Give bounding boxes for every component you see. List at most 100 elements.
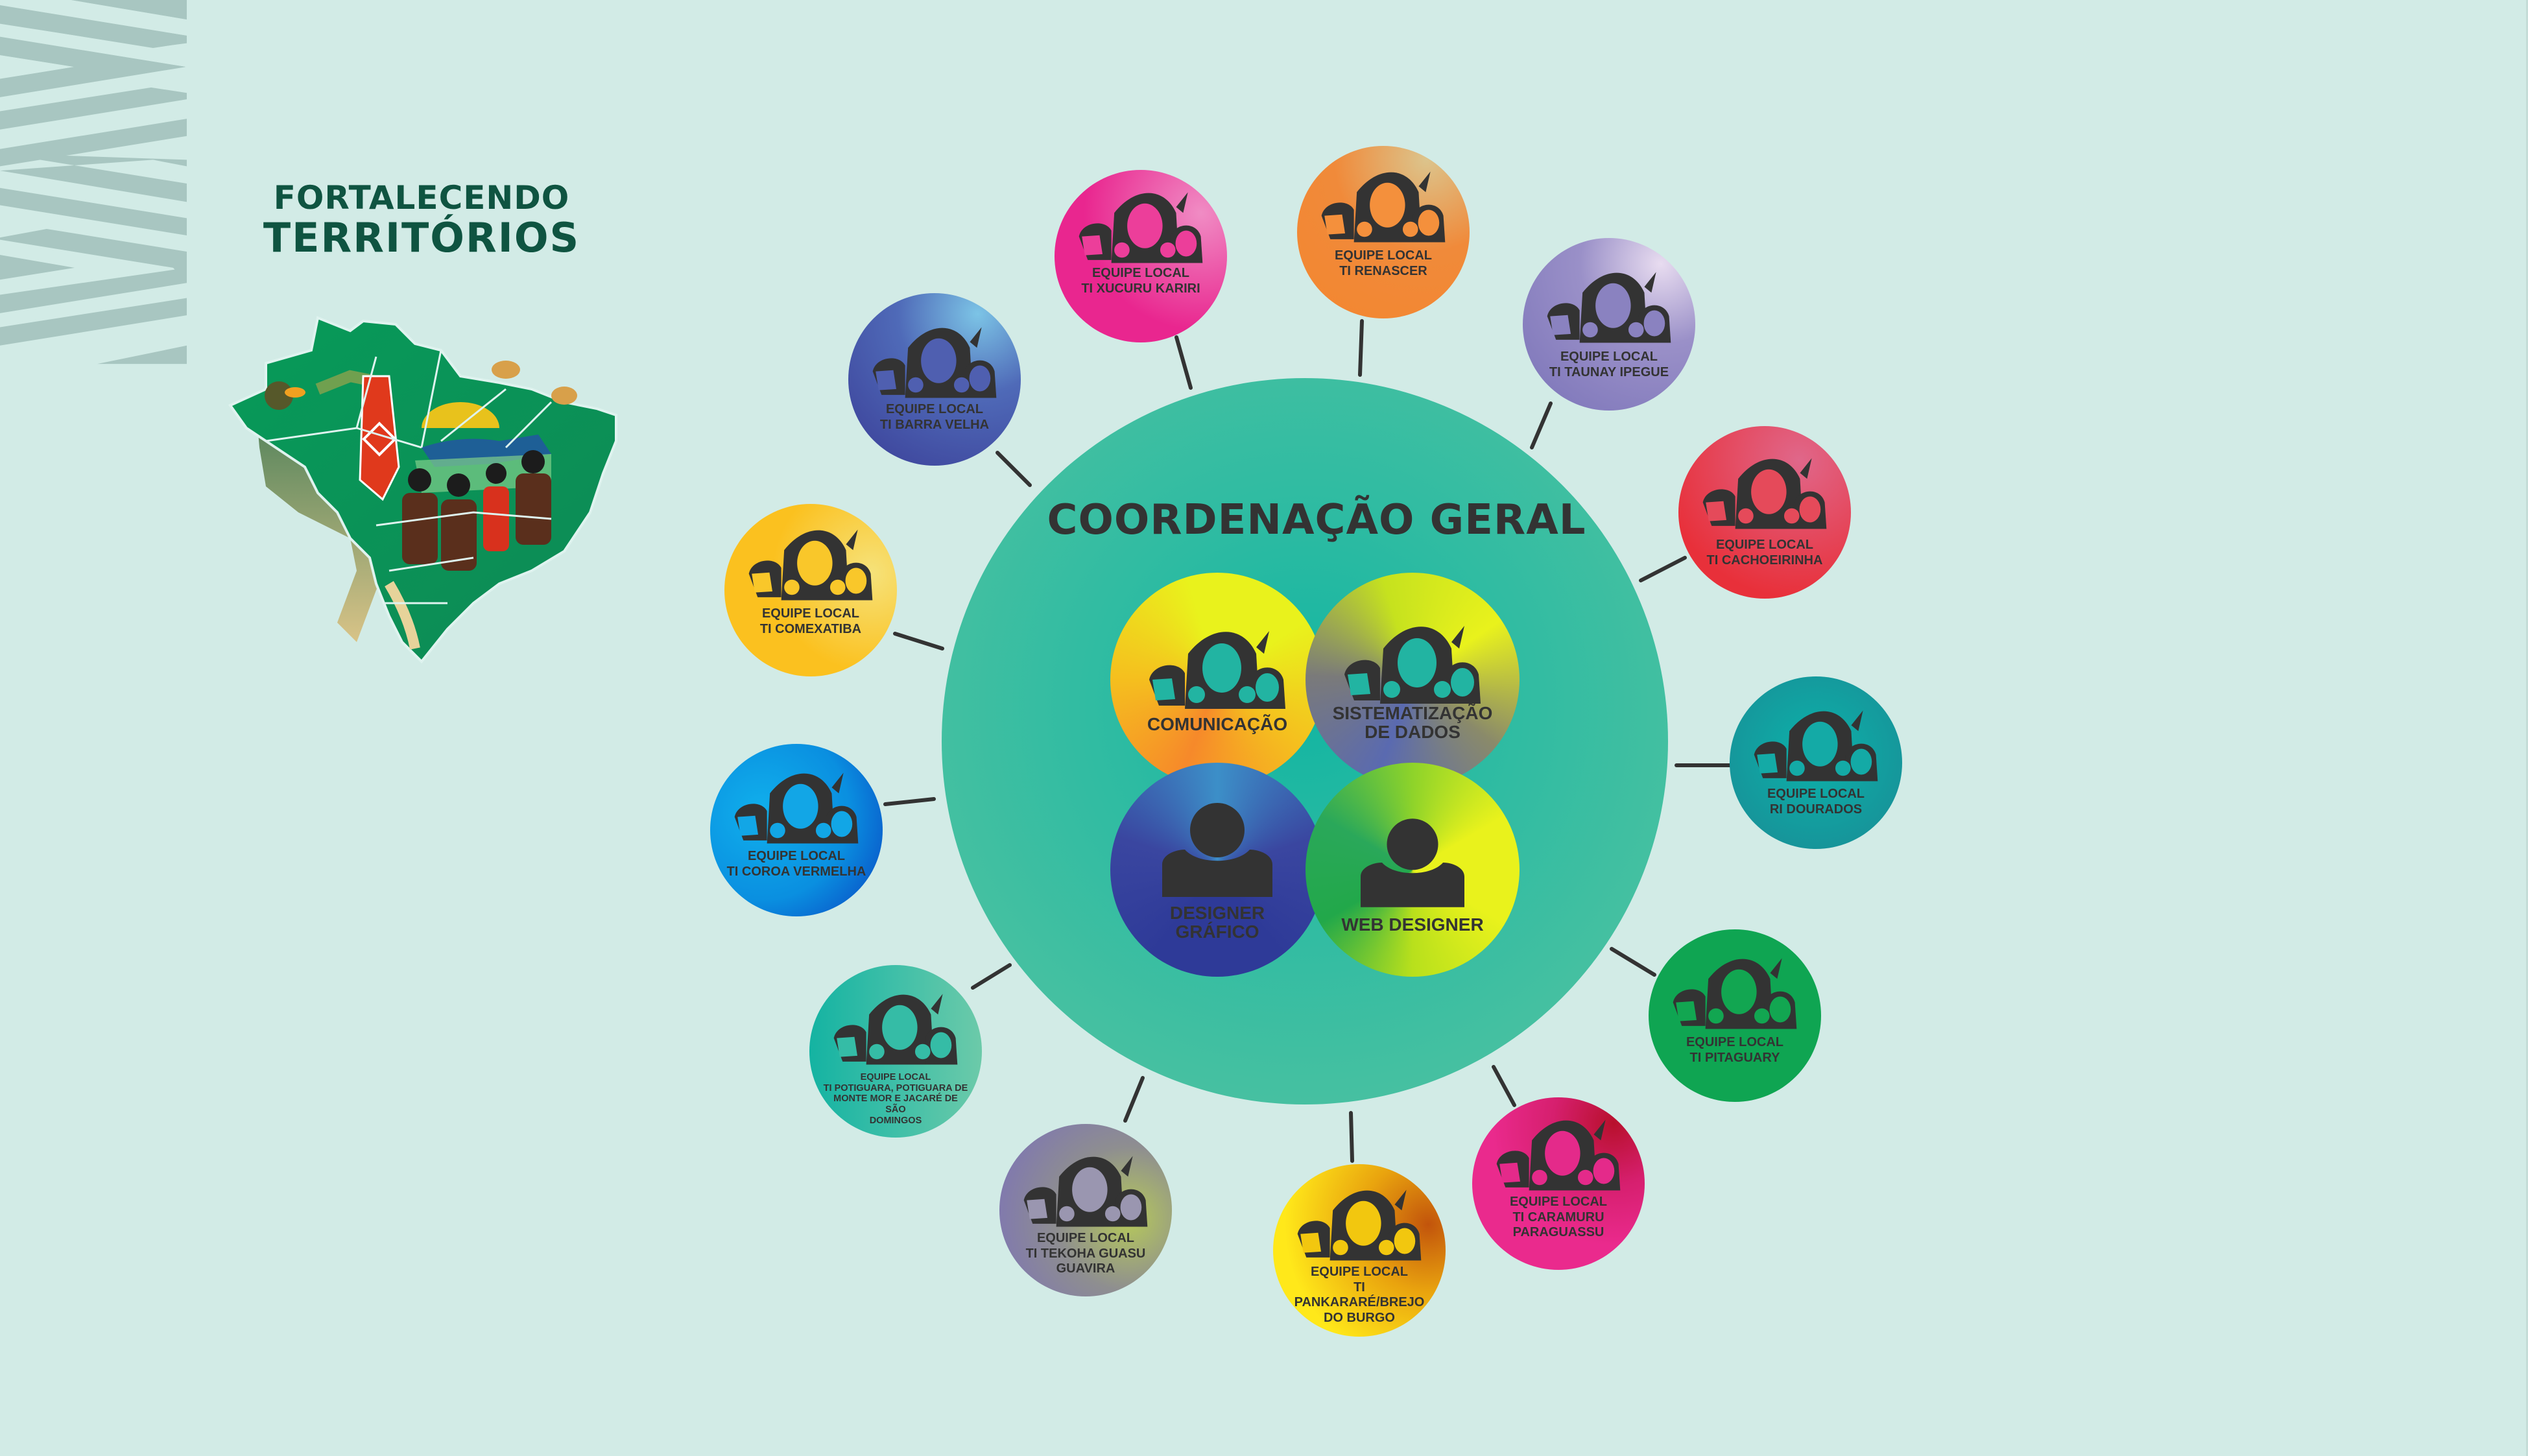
zigzag-border-icon: [0, 0, 188, 1456]
local-team-renascer[interactable]: EQUIPE LOCAL TI RENASCER: [1297, 146, 1470, 318]
connector-pankarare: [1349, 1111, 1354, 1163]
indigenous-people-icon: [1076, 189, 1206, 266]
label-line: EQUIPE LOCAL: [1036, 1231, 1134, 1245]
label-line: EQUIPE LOCAL: [1715, 538, 1813, 552]
local-team-comexatiba[interactable]: EQUIPE LOCAL TI COMEXATIBA: [724, 504, 897, 676]
indigenous-people-icon: [1149, 631, 1285, 709]
label-line: EQUIPE LOCAL: [1091, 266, 1189, 280]
local-team-caramuru[interactable]: EQUIPE LOCAL TI CARAMURU PARAGUASSU: [1472, 1097, 1645, 1270]
indigenous-people-icon: [831, 991, 960, 1068]
brand-title-line2: TERRITÓRIOS: [263, 214, 580, 261]
label-line: EQUIPE LOCAL: [1334, 248, 1432, 263]
local-team-cachoeirinha[interactable]: EQUIPE LOCAL TI CACHOEIRINHA: [1678, 426, 1851, 599]
local-team-label: EQUIPE LOCAL TI TAUNAY IPEGUE: [1536, 350, 1681, 380]
local-team-ri-dourados[interactable]: EQUIPE LOCAL RI DOURADOS: [1730, 676, 1902, 849]
local-team-label: EQUIPE LOCAL TI PITAGUARY: [1662, 1035, 1807, 1066]
local-team-pankarare[interactable]: EQUIPE LOCAL TI PANKARARÉ/BREJO DO BURGO: [1273, 1164, 1446, 1337]
role-label-sistematizacao-line1: SISTEMATIZAÇÃO: [1332, 703, 1493, 723]
role-label-comunicacao: COMUNICAÇÃO: [1147, 714, 1288, 734]
label-line: EQUIPE LOCAL: [885, 402, 983, 416]
label-line: RI DOURADOS: [1769, 802, 1863, 817]
coordination-title: COORDENAÇÃO GERAL: [1047, 496, 1586, 544]
label-line: EQUIPE LOCAL: [747, 849, 845, 863]
local-team-barra-velha[interactable]: EQUIPE LOCAL TI BARRA VELHA: [848, 293, 1021, 466]
role-ring-web-designer[interactable]: WEB DESIGNER: [1306, 763, 1520, 977]
local-team-label: EQUIPE LOCAL TI POTIGUARA, POTIGUARA DE …: [823, 1072, 968, 1126]
local-team-tekoha-guasu[interactable]: EQUIPE LOCAL TI TEKOHA GUASU GUAVIRA: [999, 1124, 1172, 1296]
role-label-web-designer: WEB DESIGNER: [1341, 914, 1484, 935]
right-edge-divider: [2526, 0, 2528, 1456]
local-team-label: EQUIPE LOCAL TI XUCURU KARIRI: [1068, 266, 1213, 296]
local-team-xucuru-kariri[interactable]: EQUIPE LOCAL TI XUCURU KARIRI: [1055, 170, 1227, 342]
connector-potiguara: [971, 963, 1012, 990]
connector-coroa-vermelha: [883, 797, 936, 806]
indigenous-people-icon: [1021, 1153, 1151, 1230]
label-line: EQUIPE LOCAL: [761, 606, 859, 621]
local-team-label: EQUIPE LOCAL TI COMEXATIBA: [738, 606, 883, 637]
local-team-label: EQUIPE LOCAL TI COROA VERMELHA: [724, 849, 868, 879]
label-line: TI CACHOEIRINHA: [1706, 553, 1823, 567]
role-ring-designer-grafico[interactable]: DESIGNER GRÁFICO: [1110, 763, 1324, 977]
connector-tekoha: [1123, 1076, 1145, 1123]
indigenous-people-icon: [1294, 1187, 1424, 1263]
indigenous-people-icon: [746, 527, 876, 603]
label-line: EQUIPE LOCAL: [1560, 350, 1658, 364]
label-line: TI PANKARARÉ/BREJO: [1294, 1280, 1425, 1310]
label-line: TI XUCURU KARIRI: [1081, 281, 1200, 296]
role-ring-sistematizacao[interactable]: SISTEMATIZAÇÃO DE DADOS: [1306, 573, 1520, 787]
local-team-taunay-ipegue[interactable]: EQUIPE LOCAL TI TAUNAY IPEGUE: [1523, 238, 1695, 411]
local-team-label: EQUIPE LOCAL RI DOURADOS: [1743, 787, 1888, 817]
label-line: EQUIPE LOCAL: [1310, 1265, 1408, 1279]
local-team-label: EQUIPE LOCAL TI CARAMURU PARAGUASSU: [1486, 1195, 1630, 1241]
local-team-label: EQUIPE LOCAL TI BARRA VELHA: [862, 402, 1007, 433]
local-team-label: EQUIPE LOCAL TI TEKOHA GUASU GUAVIRA: [1013, 1231, 1158, 1277]
label-line: EQUIPE LOCAL: [860, 1072, 931, 1082]
local-team-potiguara[interactable]: EQUIPE LOCAL TI POTIGUARA, POTIGUARA DE …: [809, 965, 982, 1138]
label-line: TI COROA VERMELHA: [726, 864, 866, 879]
label-line: DOMINGOS: [869, 1115, 922, 1126]
label-line: TI POTIGUARA, POTIGUARA DE: [823, 1082, 968, 1093]
local-team-coroa-vermelha[interactable]: EQUIPE LOCAL TI COROA VERMELHA: [710, 744, 883, 916]
connector-renascer: [1358, 319, 1364, 377]
coordination-circle: [942, 378, 1668, 1104]
connector-xucuru-kariri: [1175, 335, 1193, 390]
connector-pitaguary: [1610, 947, 1656, 977]
local-team-pitaguary[interactable]: EQUIPE LOCAL TI PITAGUARY: [1649, 929, 1821, 1102]
indigenous-people-icon: [1494, 1117, 1623, 1193]
role-label-sistematizacao-line2: DE DADOS: [1365, 722, 1461, 743]
role-ring-comunicacao[interactable]: COMUNICAÇÃO: [1110, 573, 1324, 787]
label-line: TI PITAGUARY: [1689, 1050, 1780, 1065]
connector-taunay-ipegue: [1530, 401, 1553, 449]
label-line: TI RENASCER: [1339, 263, 1427, 278]
indigenous-people-icon: [1318, 169, 1448, 245]
brand-title: FORTALECENDO TERRITÓRIOS: [233, 182, 610, 258]
label-line: EQUIPE LOCAL: [1509, 1195, 1607, 1209]
label-line: EQUIPE LOCAL: [1767, 787, 1865, 801]
person-icon: [1162, 803, 1272, 897]
indigenous-people-icon: [870, 324, 999, 401]
connector-comexatiba: [893, 632, 944, 650]
role-label-designer-grafico: DESIGNER GRÁFICO: [1115, 903, 1320, 942]
label-line: TI COMEXATIBA: [759, 621, 862, 636]
label-line: DO BURGO: [1323, 1310, 1395, 1325]
person-icon: [1361, 818, 1464, 907]
label-line: TI BARRA VELHA: [879, 417, 990, 432]
role-label-designer-line1: DESIGNER: [1169, 903, 1265, 923]
indigenous-people-icon: [1544, 269, 1674, 346]
label-line: GUAVIRA: [1056, 1261, 1115, 1276]
indigenous-people-icon: [1670, 955, 1800, 1032]
role-label-designer-line2: GRÁFICO: [1175, 922, 1259, 942]
label-line: PARAGUASSU: [1512, 1225, 1604, 1240]
role-label-sistematizacao: SISTEMATIZAÇÃO DE DADOS: [1310, 704, 1515, 742]
label-line: MONTE MOR E JACARÉ DE SÃO: [833, 1093, 958, 1116]
indigenous-people-icon: [1700, 455, 1830, 532]
label-line: TI CARAMURU: [1512, 1210, 1604, 1224]
indigenous-people-icon: [1344, 626, 1481, 704]
connector-cachoeirinha: [1639, 556, 1687, 582]
brand-title-line1: FORTALECENDO: [273, 179, 570, 217]
connector-barra-velha: [996, 451, 1032, 487]
indigenous-people-icon: [1751, 708, 1881, 784]
local-team-label: EQUIPE LOCAL TI RENASCER: [1311, 248, 1455, 279]
local-team-label: EQUIPE LOCAL TI PANKARARÉ/BREJO DO BURGO: [1287, 1265, 1431, 1326]
